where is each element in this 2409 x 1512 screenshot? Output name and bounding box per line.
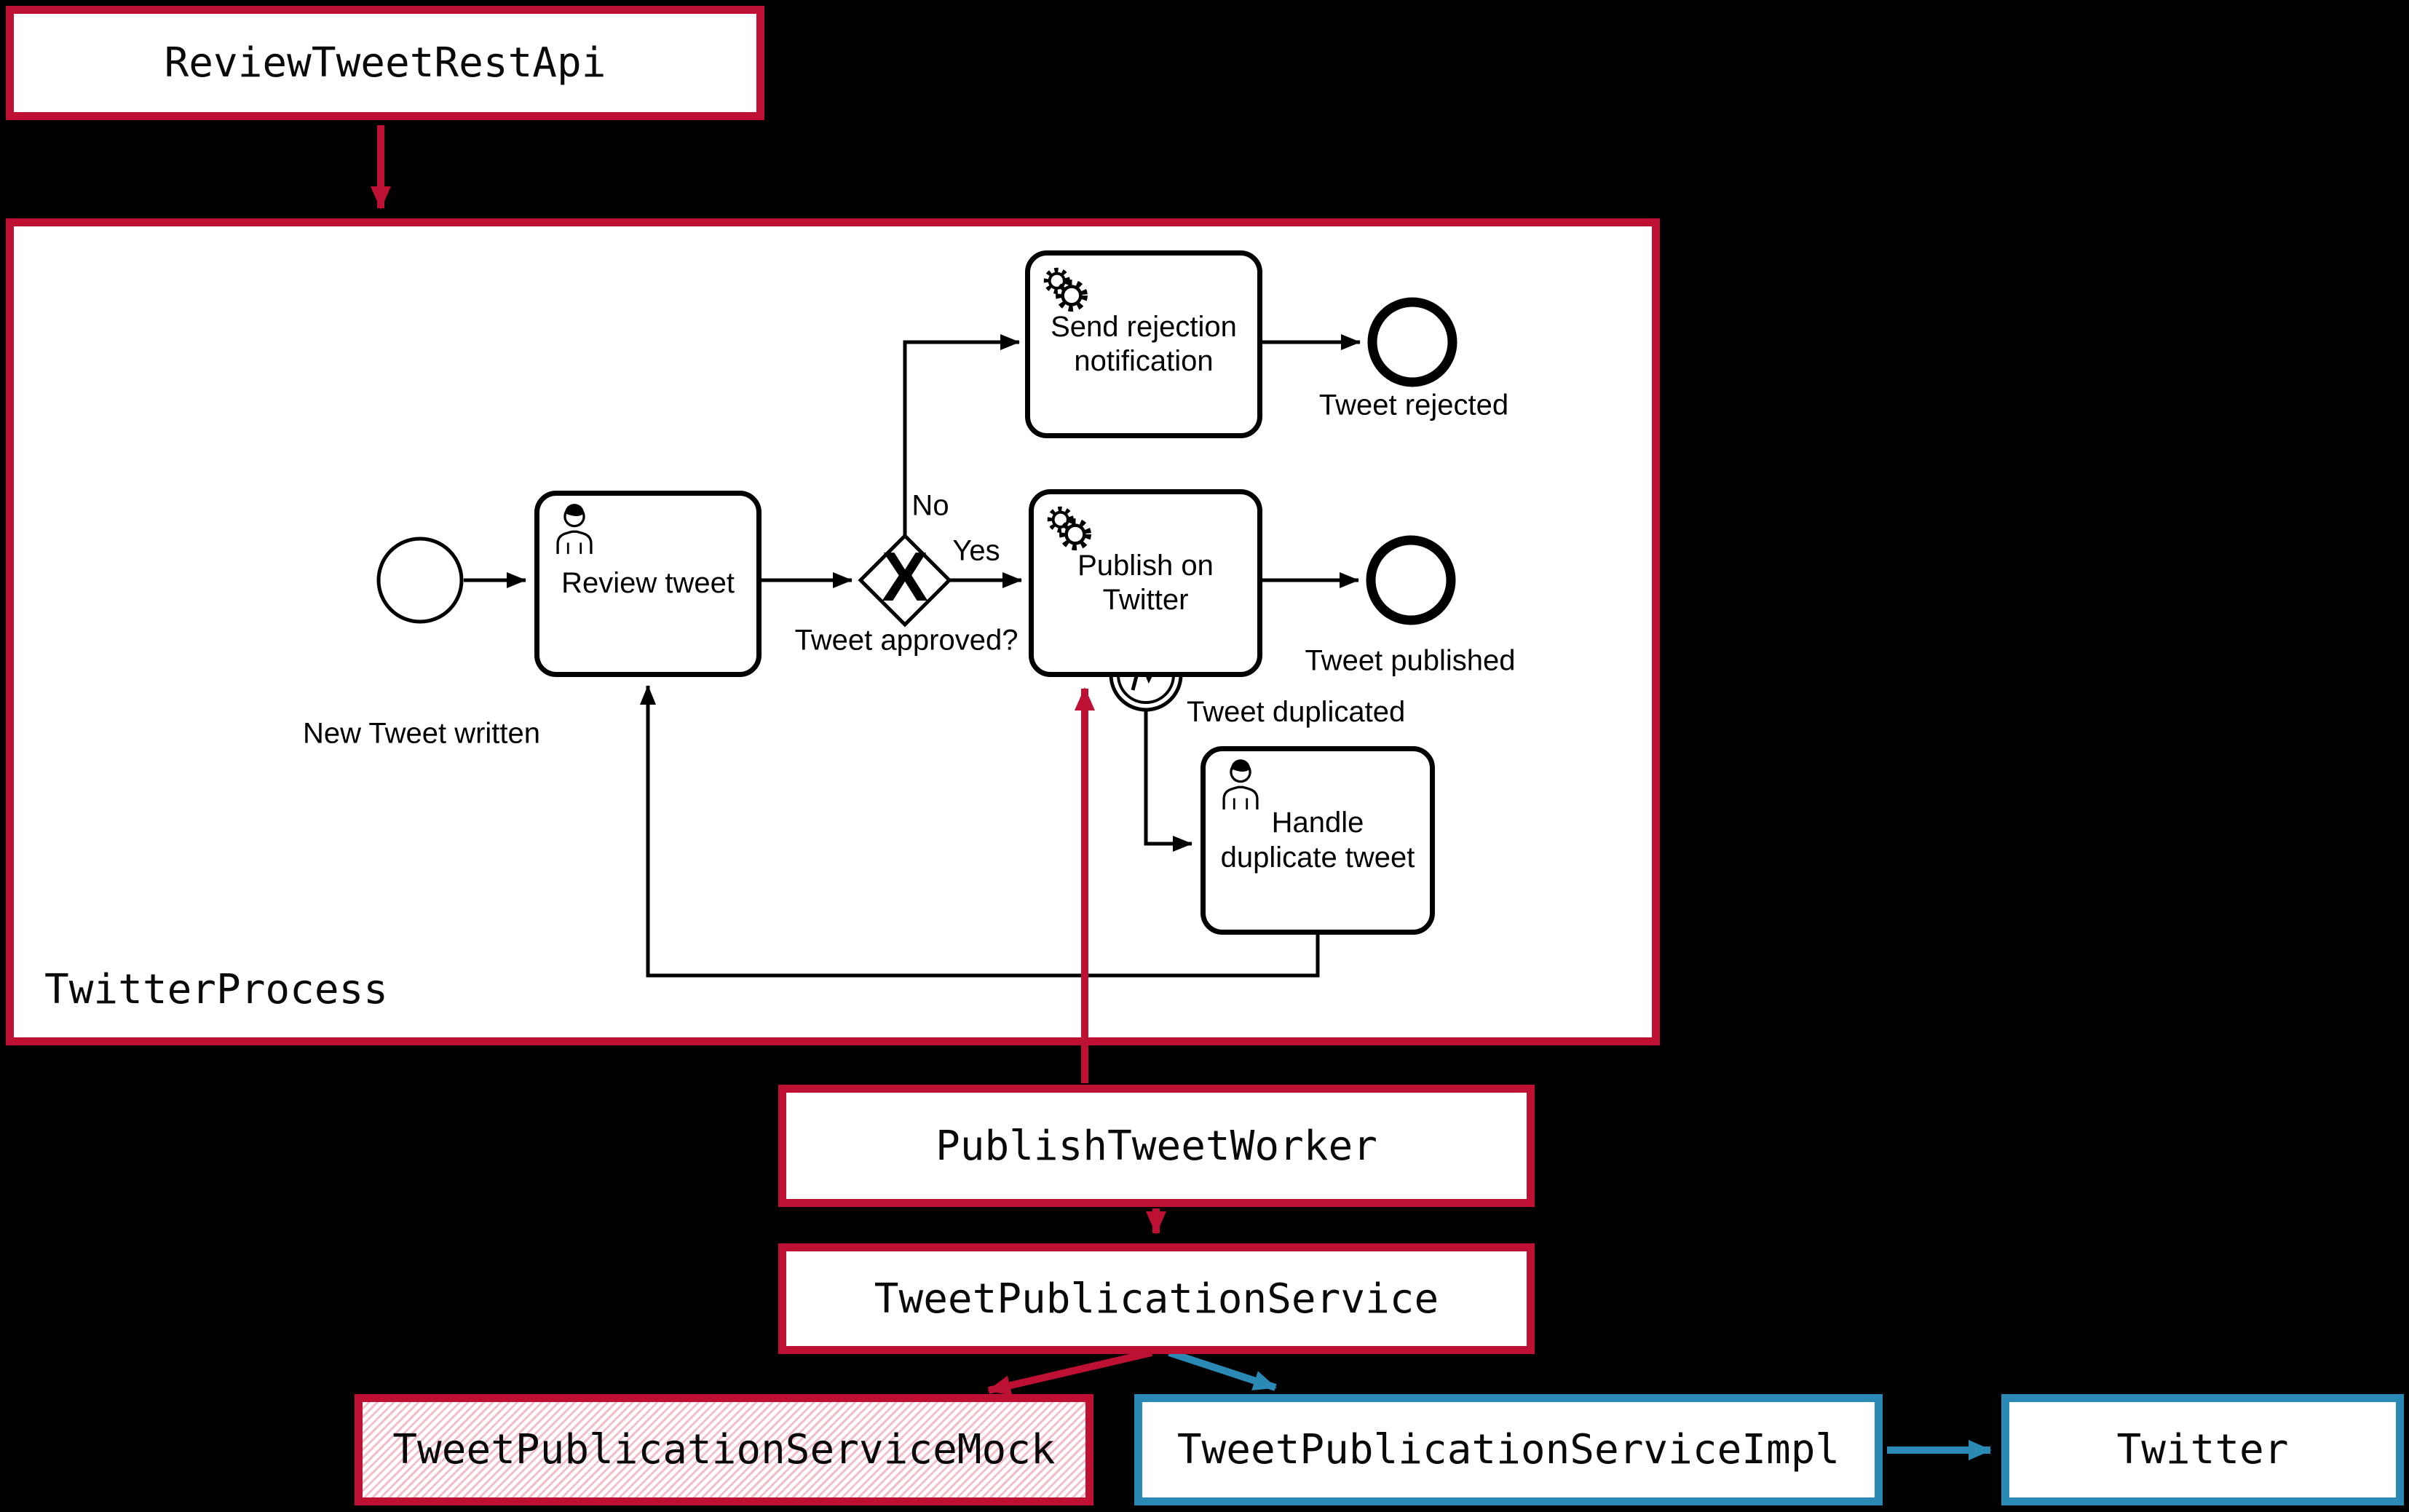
start-event-label: New Tweet written <box>302 717 541 750</box>
node-label: PublishTweetWorker <box>935 1122 1377 1170</box>
flow-gateway-no <box>903 334 1020 536</box>
user-icon <box>1222 759 1259 810</box>
yes-branch-label: Yes <box>952 534 1000 567</box>
end-event-rejected-circle <box>1367 297 1457 387</box>
blue-arrows <box>1168 1349 1992 1460</box>
user-icon <box>556 504 593 554</box>
boundary-event-label: Tweet duplicated <box>1187 696 1406 728</box>
end-event-published-circle <box>1366 535 1456 625</box>
task-label: Publish on Twitter <box>1077 549 1214 616</box>
task-label: Review tweet <box>561 567 735 600</box>
exclusive-gateway-diamond <box>858 533 952 628</box>
node-label: ReviewTweetRestApi <box>164 39 606 87</box>
flow-boundary-to-handle <box>1144 710 1192 852</box>
node-review-tweet-rest-api: ReviewTweetRestApi <box>6 6 764 120</box>
node-tweet-publication-service-mock: TweetPublicationServiceMock <box>355 1394 1093 1505</box>
node-label: TweetPublicationService <box>874 1275 1439 1323</box>
arrow-service-to-impl <box>1168 1349 1277 1391</box>
node-twitter: Twitter <box>2001 1394 2404 1505</box>
node-tweet-publication-service-impl: TweetPublicationServiceImpl <box>1134 1394 1883 1505</box>
task-label: Send rejection notification <box>1051 310 1237 377</box>
flow-handle-loop-to-review <box>640 685 1320 978</box>
gateway-x-glyph: X <box>881 538 929 617</box>
task-handle-duplicate: Handle duplicate tweet <box>1200 746 1435 935</box>
task-review-tweet: Review tweet <box>534 491 762 677</box>
start-event-circle <box>376 537 464 624</box>
node-tweet-publication-service: TweetPublicationService <box>778 1243 1535 1354</box>
arrow-service-to-mock <box>987 1349 1153 1396</box>
end-event-published-label: Tweet published <box>1305 644 1516 677</box>
gear-icon <box>1043 267 1088 312</box>
no-branch-label: No <box>911 489 949 522</box>
end-event-rejected-label: Tweet rejected <box>1318 389 1509 421</box>
task-send-rejection: Send rejection notification <box>1025 250 1262 438</box>
twitter-process-label: TwitterProcess <box>44 966 389 1013</box>
gear-icon <box>1047 506 1091 550</box>
sequence-flows <box>464 334 1361 978</box>
gateway-label: Tweet approved? <box>794 624 1018 657</box>
task-publish-on-twitter: Publish on Twitter <box>1029 489 1262 677</box>
node-label: Twitter <box>2116 1426 2289 1473</box>
task-label: Handle duplicate tweet <box>1220 807 1415 874</box>
red-arrows <box>371 125 1166 1396</box>
node-publish-tweet-worker: PublishTweetWorker <box>778 1085 1535 1207</box>
node-label: TweetPublicationServiceMock <box>392 1426 1056 1473</box>
node-label: TweetPublicationServiceImpl <box>1176 1426 1840 1473</box>
